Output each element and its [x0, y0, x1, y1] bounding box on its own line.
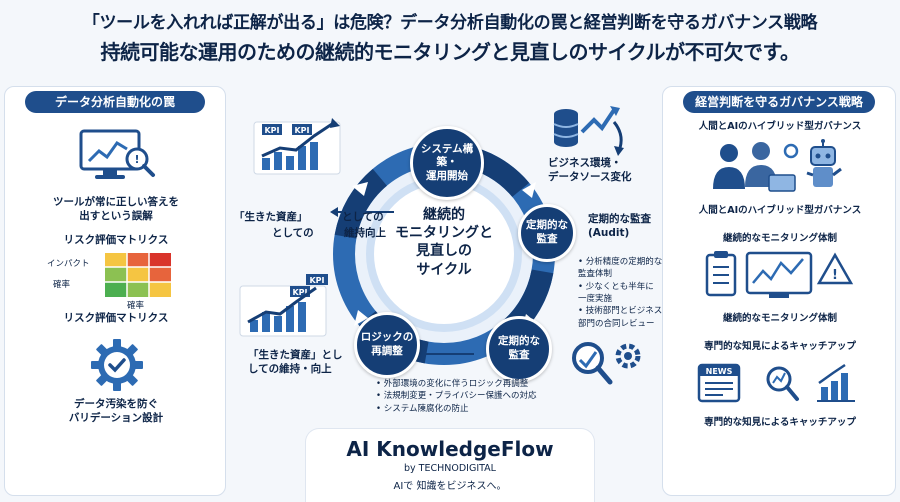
- news-research-icon: NEWS: [697, 363, 855, 403]
- logic-bullet: 法規制変更・プライバシー保護への対応: [376, 390, 596, 402]
- matrix-axis-impact: インパクト: [47, 259, 90, 269]
- monitoring-label-bottom: 継続的なモニタリング体制: [722, 313, 837, 324]
- svg-text:!: !: [832, 268, 838, 283]
- subheadline: 持続可能な運用のための継続的モニタリングと見直しのサイクルが不可欠です。: [100, 40, 801, 64]
- brand-footer: AI KnowledgeFlow by TECHNODIGITAL AIで 知識…: [305, 428, 595, 502]
- risk-matrix-title-top: リスク評価マトリクス: [63, 234, 169, 246]
- monitoring-dashboard-icon: !: [705, 251, 854, 298]
- audit-bullet: 分析精度の定期的な 監査体制: [578, 256, 664, 281]
- headline: 「ツールを入れれば正解が出る」は危険？データ分析自動化の罠と経営判断を守るガバナ…: [82, 13, 818, 33]
- kpi-chart-icon-bottom: KPI KPI: [239, 274, 328, 337]
- audit-bullet: 技術部門とビジネス 部門の合同レビュー: [578, 305, 664, 330]
- svg-text:!: !: [134, 153, 139, 166]
- gear-check-icon: [91, 339, 143, 391]
- audit-bullet-list: 分析精度の定期的な 監査体制 少なくとも半年に 一度実施 技術部門とビジネス 部…: [578, 256, 664, 330]
- kpi-label-2: KPI: [294, 126, 309, 135]
- monitoring-label-top: 継続的なモニタリング体制: [722, 233, 837, 244]
- business-change-text: ビジネス環境・ データソース変化: [548, 157, 632, 184]
- expertise-label-bottom: 専門的な知見によるキャッチアップ: [704, 417, 856, 428]
- kpi-label-3: KPI: [309, 276, 324, 285]
- logic-bullet: 外部環境の変化に伴うロジック再調整: [376, 378, 596, 390]
- expertise-label-top: 専門的な知見によるキャッチアップ: [704, 341, 856, 352]
- risk-matrix-grid: [105, 253, 171, 297]
- right-panel-title: 経営判断を守るガバナンス戦略: [683, 91, 875, 113]
- logic-bullet: システム陳腐化の防止: [376, 403, 596, 415]
- living-asset-c: としての: [272, 227, 314, 239]
- node-system-build: システム構築・ 運用開始: [410, 126, 484, 200]
- matrix-axis-prob-x: 確率: [127, 301, 145, 311]
- right-panel: 経営判断を守るガバナンス戦略 人間とAIのハイブリッド型ガバナンス 人間とAIの…: [662, 86, 896, 496]
- kpi-label-4: KPI: [292, 288, 307, 297]
- left-panel-title: データ分析自動化の罠: [25, 91, 205, 113]
- brand-name: AI KnowledgeFlow: [346, 437, 554, 461]
- data-change-icon: [553, 106, 624, 156]
- kpi-label-1: KPI: [264, 126, 279, 135]
- news-icon-label: NEWS: [706, 367, 733, 376]
- logic-bullet-list: 外部環境の変化に伴うロジック再調整 法規制変更・プライバシー保護への対応 システ…: [376, 378, 596, 415]
- living-asset-d: 維持向上: [344, 227, 386, 239]
- living-asset-bottom-text: 「生きた資産」とし しての維持・向上: [248, 349, 343, 376]
- brand-by: by TECHNODIGITAL: [404, 463, 496, 474]
- matrix-axis-prob-y: 確率: [53, 280, 71, 290]
- living-asset-a: 「生きた資産」: [234, 211, 308, 223]
- monitor-chart-icon: !: [79, 129, 155, 179]
- risk-matrix-title-bottom: リスク評価マトリクス: [63, 312, 169, 324]
- human-ai-team-icon: [713, 139, 842, 192]
- left-panel: データ分析自動化の罠 ! ツールが常に正しい答えを 出すという誤解 リスク評価マ…: [4, 86, 226, 496]
- living-asset-b: としての: [342, 211, 384, 223]
- audit-bullet: 少なくとも半年に 一度実施: [578, 281, 664, 306]
- node-audit-bottom: 定期的な 監査: [486, 316, 552, 382]
- myth-label: ツールが常に正しい答えを 出すという誤解: [53, 196, 179, 223]
- hybrid-label-bottom: 人間とAIのハイブリッド型ガバナンス: [698, 205, 862, 216]
- kpi-chart-icon-top: KPI KPI: [253, 118, 341, 175]
- audit-heading: 定期的な監査 (Audit): [588, 213, 651, 240]
- cycle-core-text: 継続的 モニタリングと 見直しの サイクル: [395, 207, 493, 278]
- magnifier-gear-icon: [572, 342, 641, 385]
- brand-tagline: AIで 知識をビジネスへ。: [393, 481, 507, 492]
- node-logic-readjust: ロジックの 再調整: [354, 312, 420, 378]
- hybrid-label-top: 人間とAIのハイブリッド型ガバナンス: [698, 121, 862, 132]
- node-audit-right: 定期的な 監査: [518, 204, 576, 262]
- validation-label: データ汚染を防ぐ バリデーション設計: [68, 398, 164, 425]
- cycle-diagram: 継続的 モニタリングと 見直しの サイクル システム構築・ 運用開始 定期的な …: [226, 86, 662, 502]
